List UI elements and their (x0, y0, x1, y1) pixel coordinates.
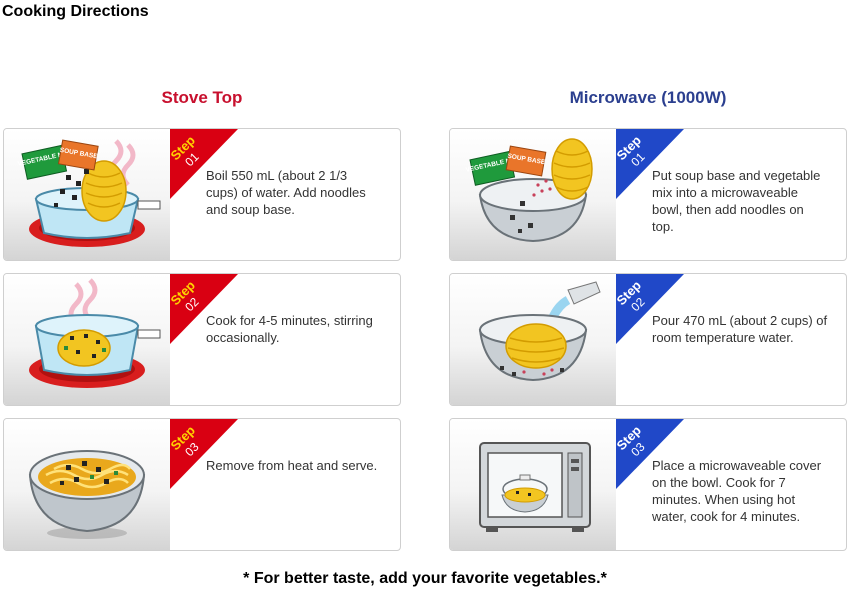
step-description: Pour 470 mL (about 2 cups) of room tempe… (652, 313, 828, 345)
step-ribbon: Step 03 (616, 419, 684, 489)
noodle-bowl-illustration (4, 419, 170, 550)
cooking-noodles-pot-illustration (4, 274, 170, 405)
step-ribbon: Step 02 (616, 274, 684, 344)
microwave-step-2-card: Step 02 Pour 470 mL (about 2 cups) of ro… (449, 273, 847, 406)
step-ribbon: Step 03 (170, 419, 238, 489)
bowl-with-packets-illustration: VEGETABLE MIX SOUP BASE (450, 129, 616, 260)
boiling-pot-with-packets-illustration: VEGETABLE MIX SOUP BASE (4, 129, 170, 260)
microwave-step-1-card: VEGETABLE MIX SOUP BASE Step 01 Put soup… (449, 128, 847, 261)
step-description: Put soup base and vegetable mix into a m… (652, 168, 821, 234)
microwave-step-3-card: Step 03 Place a microwaveable cover on t… (449, 418, 847, 551)
stove-top-heading: Stove Top (161, 88, 243, 107)
step-ribbon: Step 01 (170, 129, 238, 199)
step-ribbon: Step 01 (616, 129, 684, 199)
stove-step-3-card: Step 03 Remove from heat and serve. (3, 418, 401, 551)
step-description: Boil 550 mL (about 2 1/3 cups) of water.… (206, 168, 366, 217)
step-description: Cook for 4-5 minutes, stirring occasiona… (206, 313, 373, 345)
microwave-oven-illustration (450, 419, 616, 550)
stove-step-2-card: Step 02 Cook for 4-5 minutes, stirring o… (3, 273, 401, 406)
page-title: Cooking Directions (2, 3, 149, 20)
step-ribbon: Step 02 (170, 274, 238, 344)
microwave-heading: Microwave (1000W) (569, 88, 727, 107)
step-description: Remove from heat and serve. (206, 458, 378, 473)
footer-note: * For better taste, add your favorite ve… (243, 570, 607, 587)
pouring-water-bowl-illustration (450, 274, 616, 405)
step-description: Place a microwaveable cover on the bowl.… (652, 458, 822, 524)
stove-step-1-card: VEGETABLE MIX SOUP BASE Step 01 Boil 550… (3, 128, 401, 261)
